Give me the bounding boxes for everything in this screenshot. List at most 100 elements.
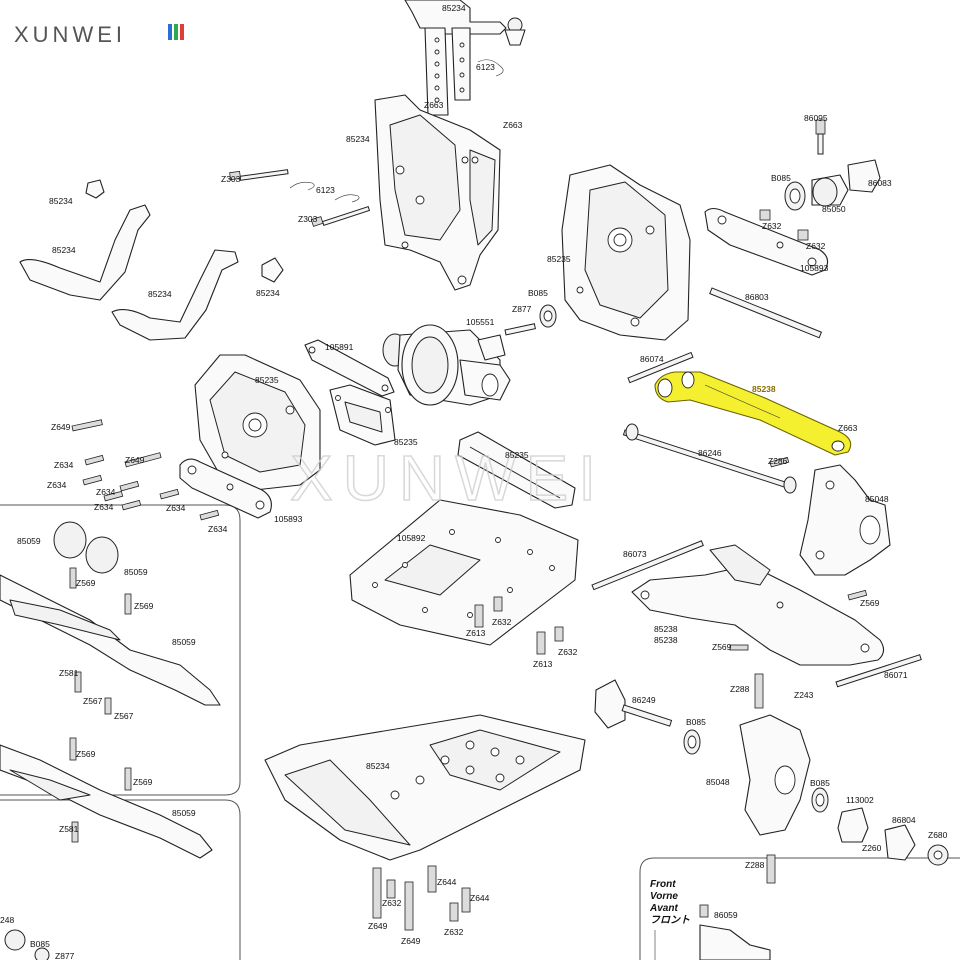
- callout-label: Z632: [444, 927, 464, 937]
- callout-label: 248: [0, 915, 14, 925]
- driveshaft-86246: [622, 423, 797, 494]
- screw-cluster-center: [474, 596, 564, 655]
- front-legend: Front Vorne Avant フロント: [649, 879, 771, 960]
- hex-hub-113002: [837, 807, 949, 866]
- bearings-right-top: [784, 119, 881, 211]
- callout-label: 6123: [316, 185, 335, 195]
- battery-bracket: [329, 384, 396, 446]
- rear-gearbox: [561, 164, 691, 341]
- callout-label: Z649: [125, 455, 145, 465]
- callout-label: Z303: [221, 174, 241, 184]
- callout-label: 6123: [476, 62, 495, 72]
- callout-label: B085: [528, 288, 548, 298]
- callout-label: 105551: [466, 317, 495, 327]
- callout-label: 86246: [698, 448, 722, 458]
- rear-body-mounts: [19, 179, 284, 341]
- screws-right-lower: [729, 456, 868, 884]
- callout-label: Z569: [134, 601, 154, 611]
- callout-label: Z634: [166, 503, 186, 513]
- callout-label: Z243: [794, 690, 814, 700]
- legend-line-1: Front: [650, 879, 676, 890]
- callout-label: Z569: [712, 642, 732, 652]
- callout-label: 85238: [654, 635, 678, 645]
- callout-label: Z634: [96, 487, 116, 497]
- brand-logo: XUNWEI: [14, 22, 184, 47]
- logo-bar-green: [174, 24, 178, 40]
- callout-label: Z613: [466, 628, 486, 638]
- panel-outline-front: [639, 857, 960, 960]
- callout-label: Z569: [76, 578, 96, 588]
- rear-differential: [382, 324, 511, 406]
- callout-label: 85234: [366, 761, 390, 771]
- callout-label: Z634: [208, 524, 228, 534]
- callout-label: 85048: [706, 777, 730, 787]
- highlighted-part-85238: [654, 371, 852, 456]
- front-hinge-plate: [179, 458, 272, 519]
- callout-label: 85238: [654, 624, 678, 634]
- front-gearbox: [194, 354, 321, 491]
- front-lower-arm: [631, 544, 885, 666]
- callout-label: Z581: [59, 668, 79, 678]
- callout-label: Z634: [54, 460, 74, 470]
- callout-label: Z644: [470, 893, 490, 903]
- callout-label: B085: [771, 173, 791, 183]
- callout-label: 85050: [822, 204, 846, 214]
- callout-label: 86804: [892, 815, 916, 825]
- callout-label: Z649: [401, 936, 421, 946]
- callout-label: Z567: [83, 696, 103, 706]
- callout-label: 85234: [148, 289, 172, 299]
- callout-label: B085: [686, 717, 706, 727]
- callout-label: 85048: [865, 494, 889, 504]
- upper-arm-pin-86074: [627, 351, 694, 384]
- rear-cup-86249: [594, 679, 673, 729]
- callout-label: Z613: [533, 659, 553, 669]
- rear-shock-tower: [374, 94, 501, 291]
- callout-label: Z632: [382, 898, 402, 908]
- watermark: XUNWEI: [290, 442, 606, 514]
- logo-bar-blue: [168, 24, 172, 40]
- callout-label: 86803: [745, 292, 769, 302]
- callout-label: 105893: [800, 263, 829, 273]
- rear-bumper-assembly: [0, 521, 221, 715]
- callout-label: 86073: [623, 549, 647, 559]
- callout-label: 86071: [884, 670, 908, 680]
- front-knuckle: [799, 464, 891, 576]
- callout-label: 86083: [868, 178, 892, 188]
- callout-label: Z680: [928, 830, 948, 840]
- screw-cluster-bottom: [372, 865, 471, 931]
- callout-label: 85234: [52, 245, 76, 255]
- callout-label: 105891: [325, 342, 354, 352]
- legend-line-3: Avant: [649, 903, 678, 914]
- callout-label: Z288: [745, 860, 765, 870]
- callout-label: 85235: [394, 437, 418, 447]
- callout-label: B085: [810, 778, 830, 788]
- callout-label: 85235: [547, 254, 571, 264]
- callout-label: Z569: [76, 749, 96, 759]
- callout-label: Z632: [806, 241, 826, 251]
- callout-label: Z663: [503, 120, 523, 130]
- lower-arm-pin-86071: [835, 654, 922, 688]
- z303-screws: [229, 169, 371, 227]
- callout-label: 85235: [255, 375, 279, 385]
- callout-label: Z632: [762, 221, 782, 231]
- callout-label: 86074: [640, 354, 664, 364]
- callout-label: Z569: [133, 777, 153, 787]
- callout-label: 85235: [505, 450, 529, 460]
- callout-label: 85234: [49, 196, 73, 206]
- callout-label: Z632: [558, 647, 578, 657]
- center-brace: [457, 431, 576, 509]
- callout-label: Z877: [55, 951, 75, 960]
- callout-label: 85059: [172, 637, 196, 647]
- callout-label: Z663: [838, 423, 858, 433]
- legend-part-label: 86059: [714, 910, 738, 920]
- lower-arm-pin-86073: [591, 540, 704, 591]
- callout-label: Z663: [424, 100, 444, 110]
- skid-plate: [264, 714, 586, 861]
- callout-label: 105892: [397, 533, 426, 543]
- logo-bar-red: [180, 24, 184, 40]
- screw-cluster-left: [71, 419, 220, 521]
- callout-label: 85059: [17, 536, 41, 546]
- callout-label: Z632: [492, 617, 512, 627]
- callout-label: Z567: [114, 711, 134, 721]
- callout-label: Z634: [94, 502, 114, 512]
